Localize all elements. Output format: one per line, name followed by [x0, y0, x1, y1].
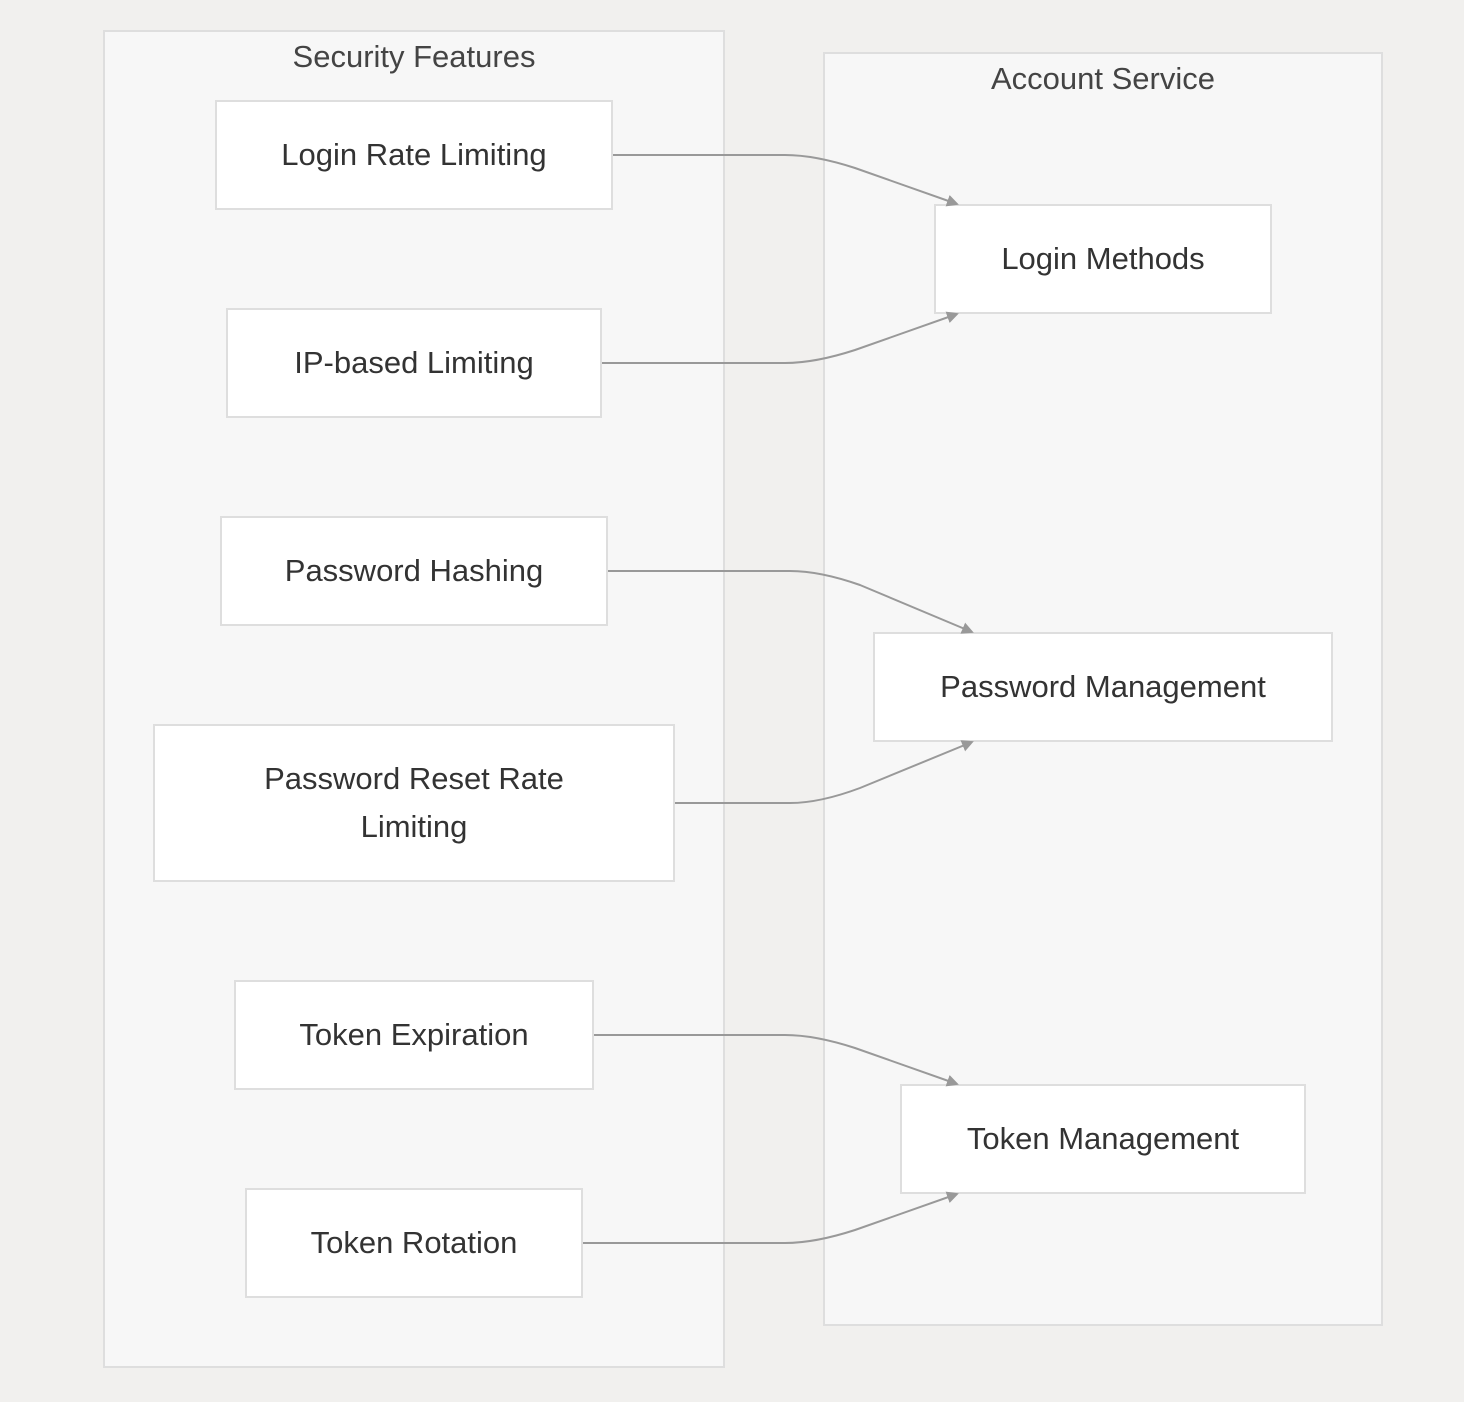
security-features-group: Security Features: [103, 30, 725, 1368]
node-password-reset-rate-limiting[interactable]: Password Reset Rate Limiting: [153, 724, 675, 882]
node-token-expiration[interactable]: Token Expiration: [234, 980, 594, 1090]
account-service-title: Account Service: [991, 61, 1215, 96]
node-ip-based-limiting[interactable]: IP-based Limiting: [226, 308, 602, 418]
node-token-management[interactable]: Token Management: [900, 1084, 1306, 1194]
node-login-methods[interactable]: Login Methods: [934, 204, 1272, 314]
node-password-management[interactable]: Password Management: [873, 632, 1333, 742]
node-token-rotation[interactable]: Token Rotation: [245, 1188, 583, 1298]
node-login-rate-limiting[interactable]: Login Rate Limiting: [215, 100, 613, 210]
security-features-title: Security Features: [292, 39, 536, 74]
node-password-hashing[interactable]: Password Hashing: [220, 516, 608, 626]
